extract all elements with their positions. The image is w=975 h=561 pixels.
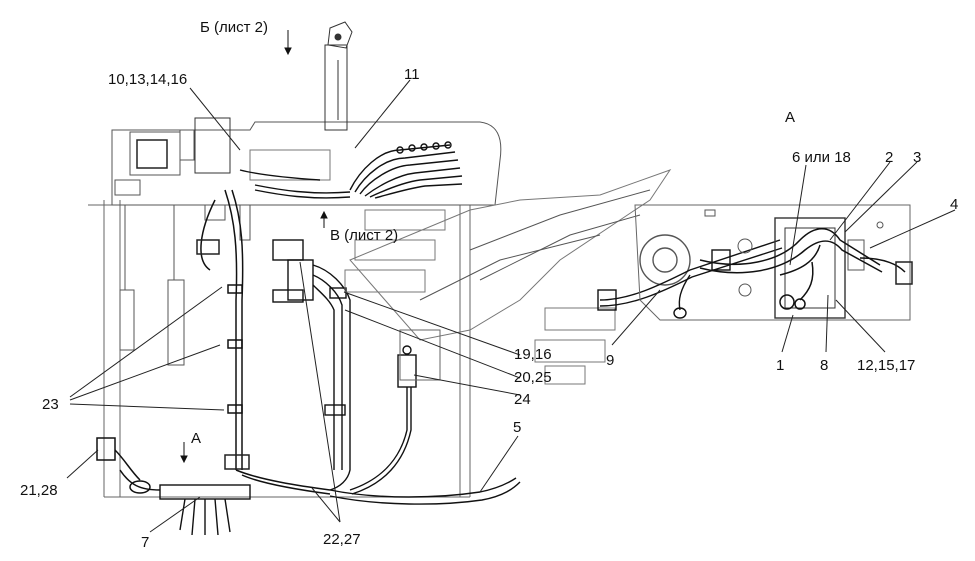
cable-5 xyxy=(329,477,521,505)
middle-connector-block xyxy=(272,239,351,491)
callout-12-15-17: 12,15,17 xyxy=(857,357,916,374)
view-label-b: Б (лист 2) xyxy=(200,19,269,36)
view-label-a-detail: А xyxy=(785,109,796,126)
callout-22-27: 22,27 xyxy=(323,531,361,548)
callout-10-13-14-16: 10,13,14,16 xyxy=(108,71,188,88)
console-cable-bundle xyxy=(239,141,463,199)
view-arrows xyxy=(180,30,328,464)
callout-1: 1 xyxy=(776,357,785,374)
cab-panel-outline xyxy=(344,169,672,385)
central-harness xyxy=(119,189,331,495)
detail-a-cables xyxy=(699,228,913,310)
callout-2: 2 xyxy=(885,149,894,166)
right-cable-route xyxy=(597,234,783,319)
callout-3: 3 xyxy=(913,149,922,166)
view-label-v: В (лист 2) xyxy=(330,227,399,244)
callout-19-16: 19,16 xyxy=(514,346,552,363)
callout-5: 5 xyxy=(513,419,522,436)
callout-7: 7 xyxy=(141,534,150,551)
callout-23: 23 xyxy=(42,396,59,413)
callout-6-18: 6 или 18 xyxy=(792,149,851,166)
detail-a-panel xyxy=(634,204,911,321)
connector-21-28 xyxy=(96,437,151,494)
sensor-24 xyxy=(349,345,417,495)
callout-20-25: 20,25 xyxy=(514,369,552,386)
view-label-a-left: А xyxy=(191,430,202,447)
left-rods xyxy=(119,205,185,366)
control-lever xyxy=(324,21,353,131)
callout-9: 9 xyxy=(606,352,615,369)
leader-lines xyxy=(66,79,956,533)
bottom-connector-7 xyxy=(159,484,251,536)
callout-21-28: 21,28 xyxy=(20,482,58,499)
callout-24: 24 xyxy=(514,391,531,408)
control-console xyxy=(111,117,502,241)
callout-4: 4 xyxy=(950,196,959,213)
callout-8: 8 xyxy=(820,357,829,374)
callout-11: 11 xyxy=(404,66,420,83)
base-frame xyxy=(88,200,471,498)
